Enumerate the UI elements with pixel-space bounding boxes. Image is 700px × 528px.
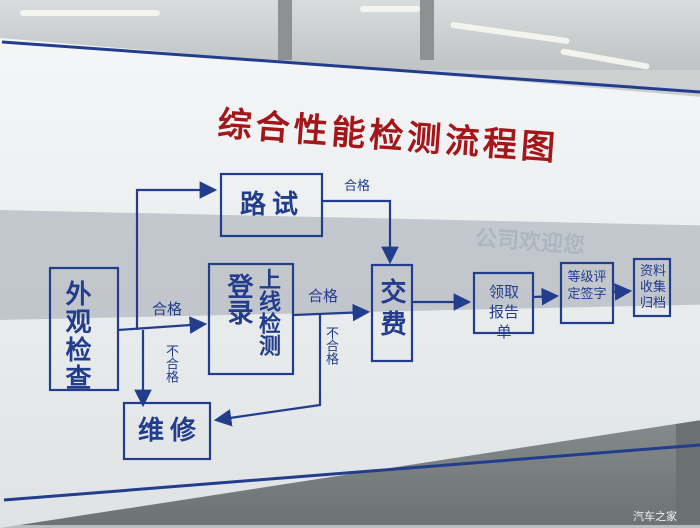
box-pay: 交费 <box>376 278 406 342</box>
label-pass-road: 合格 <box>344 179 371 194</box>
ceiling-beam <box>278 0 292 60</box>
background-stripe <box>0 210 700 320</box>
box-grading: 等级评定签字 <box>567 270 607 302</box>
box-archive: 资料收集归档 <box>639 264 666 311</box>
box-register: 登录 <box>223 273 253 325</box>
box-online-test: 上线检测 <box>255 268 280 356</box>
watermark: 汽车之家 <box>633 510 677 523</box>
label-pass-online: 合格 <box>308 287 339 305</box>
ceiling-beam <box>420 0 434 60</box>
box-report-border <box>472 271 535 335</box>
box-exterior-check: 外观检查 <box>61 280 91 392</box>
box-register-border <box>207 262 295 376</box>
box-road-test: 路试 <box>240 190 305 220</box>
label-fail-exterior: 不合格 <box>163 344 178 383</box>
ceiling-light <box>20 10 160 16</box>
box-grading-border <box>559 261 615 325</box>
box-repair: 维修 <box>138 416 203 446</box>
box-get-report: 领取报告单 <box>488 283 519 341</box>
box-repair-border <box>122 401 212 461</box>
label-pass-exterior: 合格 <box>152 300 183 318</box>
box-archive-border <box>632 257 672 318</box>
box-pay-border <box>370 263 414 363</box>
label-fail-online: 不合格 <box>323 326 338 365</box>
box-road-test-border <box>219 172 324 238</box>
ceiling-light <box>360 6 420 12</box>
